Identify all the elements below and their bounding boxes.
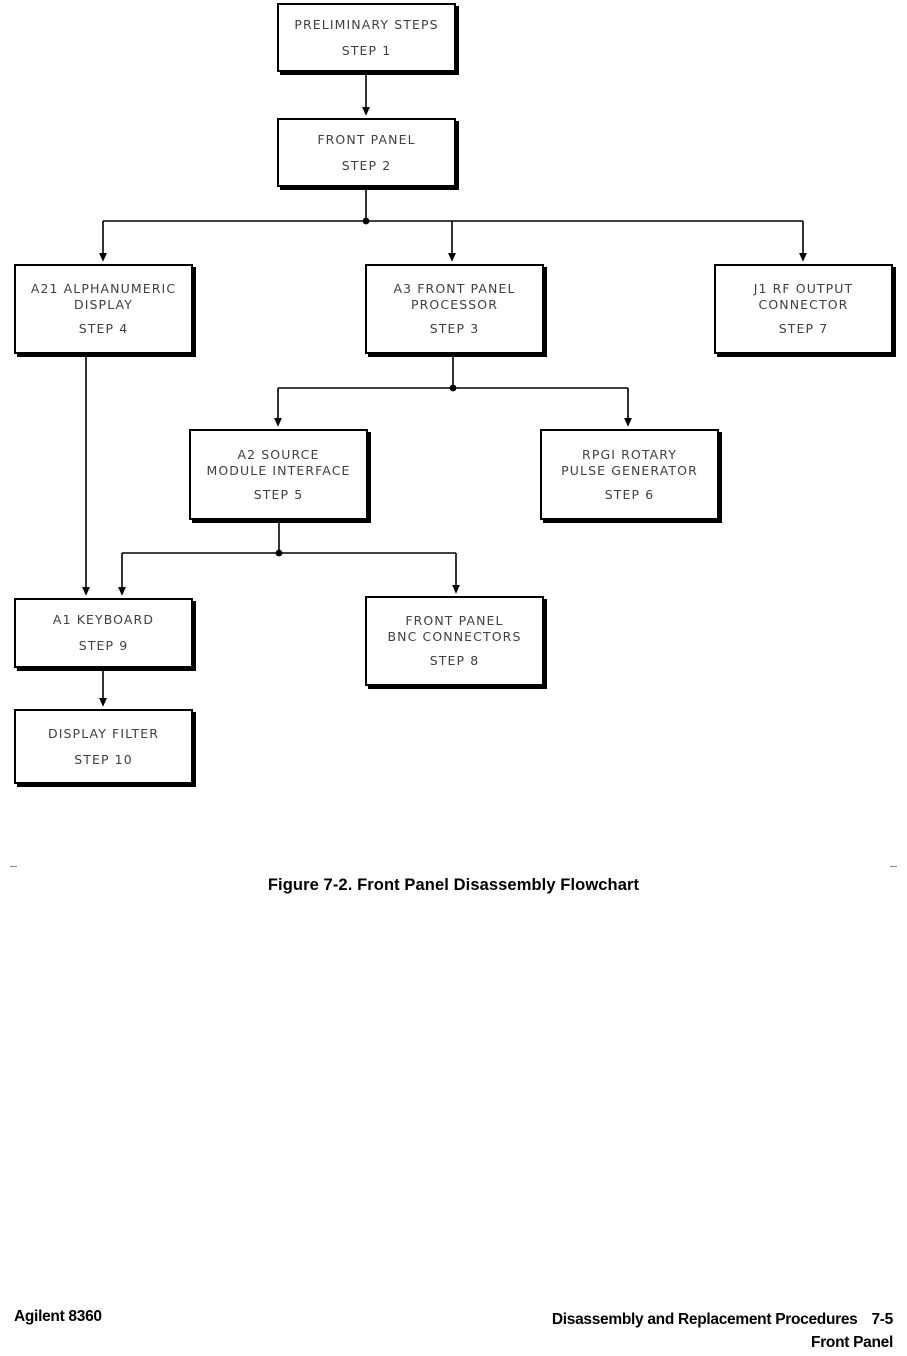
flow-node-step: STEP 3 [429, 321, 480, 336]
flow-node-step4[interactable]: A21 ALPHANUMERIC DISPLAY STEP 4 [14, 264, 193, 354]
flow-node-step8[interactable]: FRONT PANEL BNC CONNECTORS STEP 8 [365, 596, 544, 686]
flow-node-step: STEP 7 [778, 321, 829, 336]
flow-node-step5[interactable]: A2 SOURCE MODULE INTERFACE STEP 5 [189, 429, 368, 520]
flow-node-title: FRONT PANEL BNC CONNECTORS [387, 613, 522, 644]
page-footer: Agilent 8360 Disassembly and Replacement… [0, 1308, 907, 1356]
flow-node-title: PRELIMINARY STEPS [294, 16, 439, 32]
crop-mark-left [10, 866, 17, 867]
flow-node-step: STEP 8 [429, 653, 480, 668]
flow-node-title: A2 SOURCE MODULE INTERFACE [206, 446, 351, 478]
flow-node-step: STEP 2 [341, 157, 392, 173]
junction-dot-row3 [449, 384, 457, 392]
footer-product-name: Agilent 8360 [14, 1308, 102, 1325]
flow-node-title: J1 RF OUTPUT CONNECTOR [753, 281, 854, 312]
flow-node-step: STEP 6 [604, 486, 655, 502]
flow-node-step9[interactable]: A1 KEYBOARD STEP 9 [14, 598, 193, 668]
flow-node-step: STEP 5 [253, 486, 304, 502]
flow-node-step10[interactable]: DISPLAY FILTER STEP 10 [14, 709, 193, 784]
junction-dot-row4 [275, 549, 283, 557]
flow-node-step: STEP 1 [341, 42, 392, 58]
footer-right-block: Disassembly and Replacement Procedures 7-… [552, 1308, 893, 1354]
flow-node-step1[interactable]: PRELIMINARY STEPS STEP 1 [277, 3, 456, 72]
footer-chapter-title: Disassembly and Replacement Procedures [551, 1311, 858, 1328]
flow-node-step7[interactable]: J1 RF OUTPUT CONNECTOR STEP 7 [714, 264, 893, 354]
crop-mark-right [890, 866, 897, 867]
flowchart-figure: PRELIMINARY STEPS STEP 1 FRONT PANEL STE… [14, 3, 893, 784]
flow-node-step2[interactable]: FRONT PANEL STEP 2 [277, 118, 456, 187]
flow-node-title: A1 KEYBOARD [52, 612, 155, 627]
flow-node-step3[interactable]: A3 FRONT PANEL PROCESSOR STEP 3 [365, 264, 544, 354]
flow-node-step: STEP 4 [78, 321, 129, 336]
flow-node-step: STEP 9 [78, 638, 129, 653]
footer-page-number: 7-5 [871, 1311, 893, 1328]
junction-dot-row2 [362, 217, 370, 225]
footer-section-title: Front Panel [811, 1334, 893, 1351]
flow-node-step: STEP 10 [74, 751, 133, 767]
figure-caption: Figure 7-2. Front Panel Disassembly Flow… [267, 876, 640, 894]
flow-node-title: RPGI ROTARY PULSE GENERATOR [561, 446, 698, 478]
footer-chapter-line: Disassembly and Replacement Procedures 7-… [552, 1308, 893, 1331]
flow-node-title: A3 FRONT PANEL PROCESSOR [393, 281, 516, 312]
flow-node-title: DISPLAY FILTER [48, 725, 159, 741]
flow-node-title: FRONT PANEL [317, 131, 416, 147]
flow-node-title: A21 ALPHANUMERIC DISPLAY [30, 281, 177, 312]
flow-node-step6[interactable]: RPGI ROTARY PULSE GENERATOR STEP 6 [540, 429, 719, 520]
